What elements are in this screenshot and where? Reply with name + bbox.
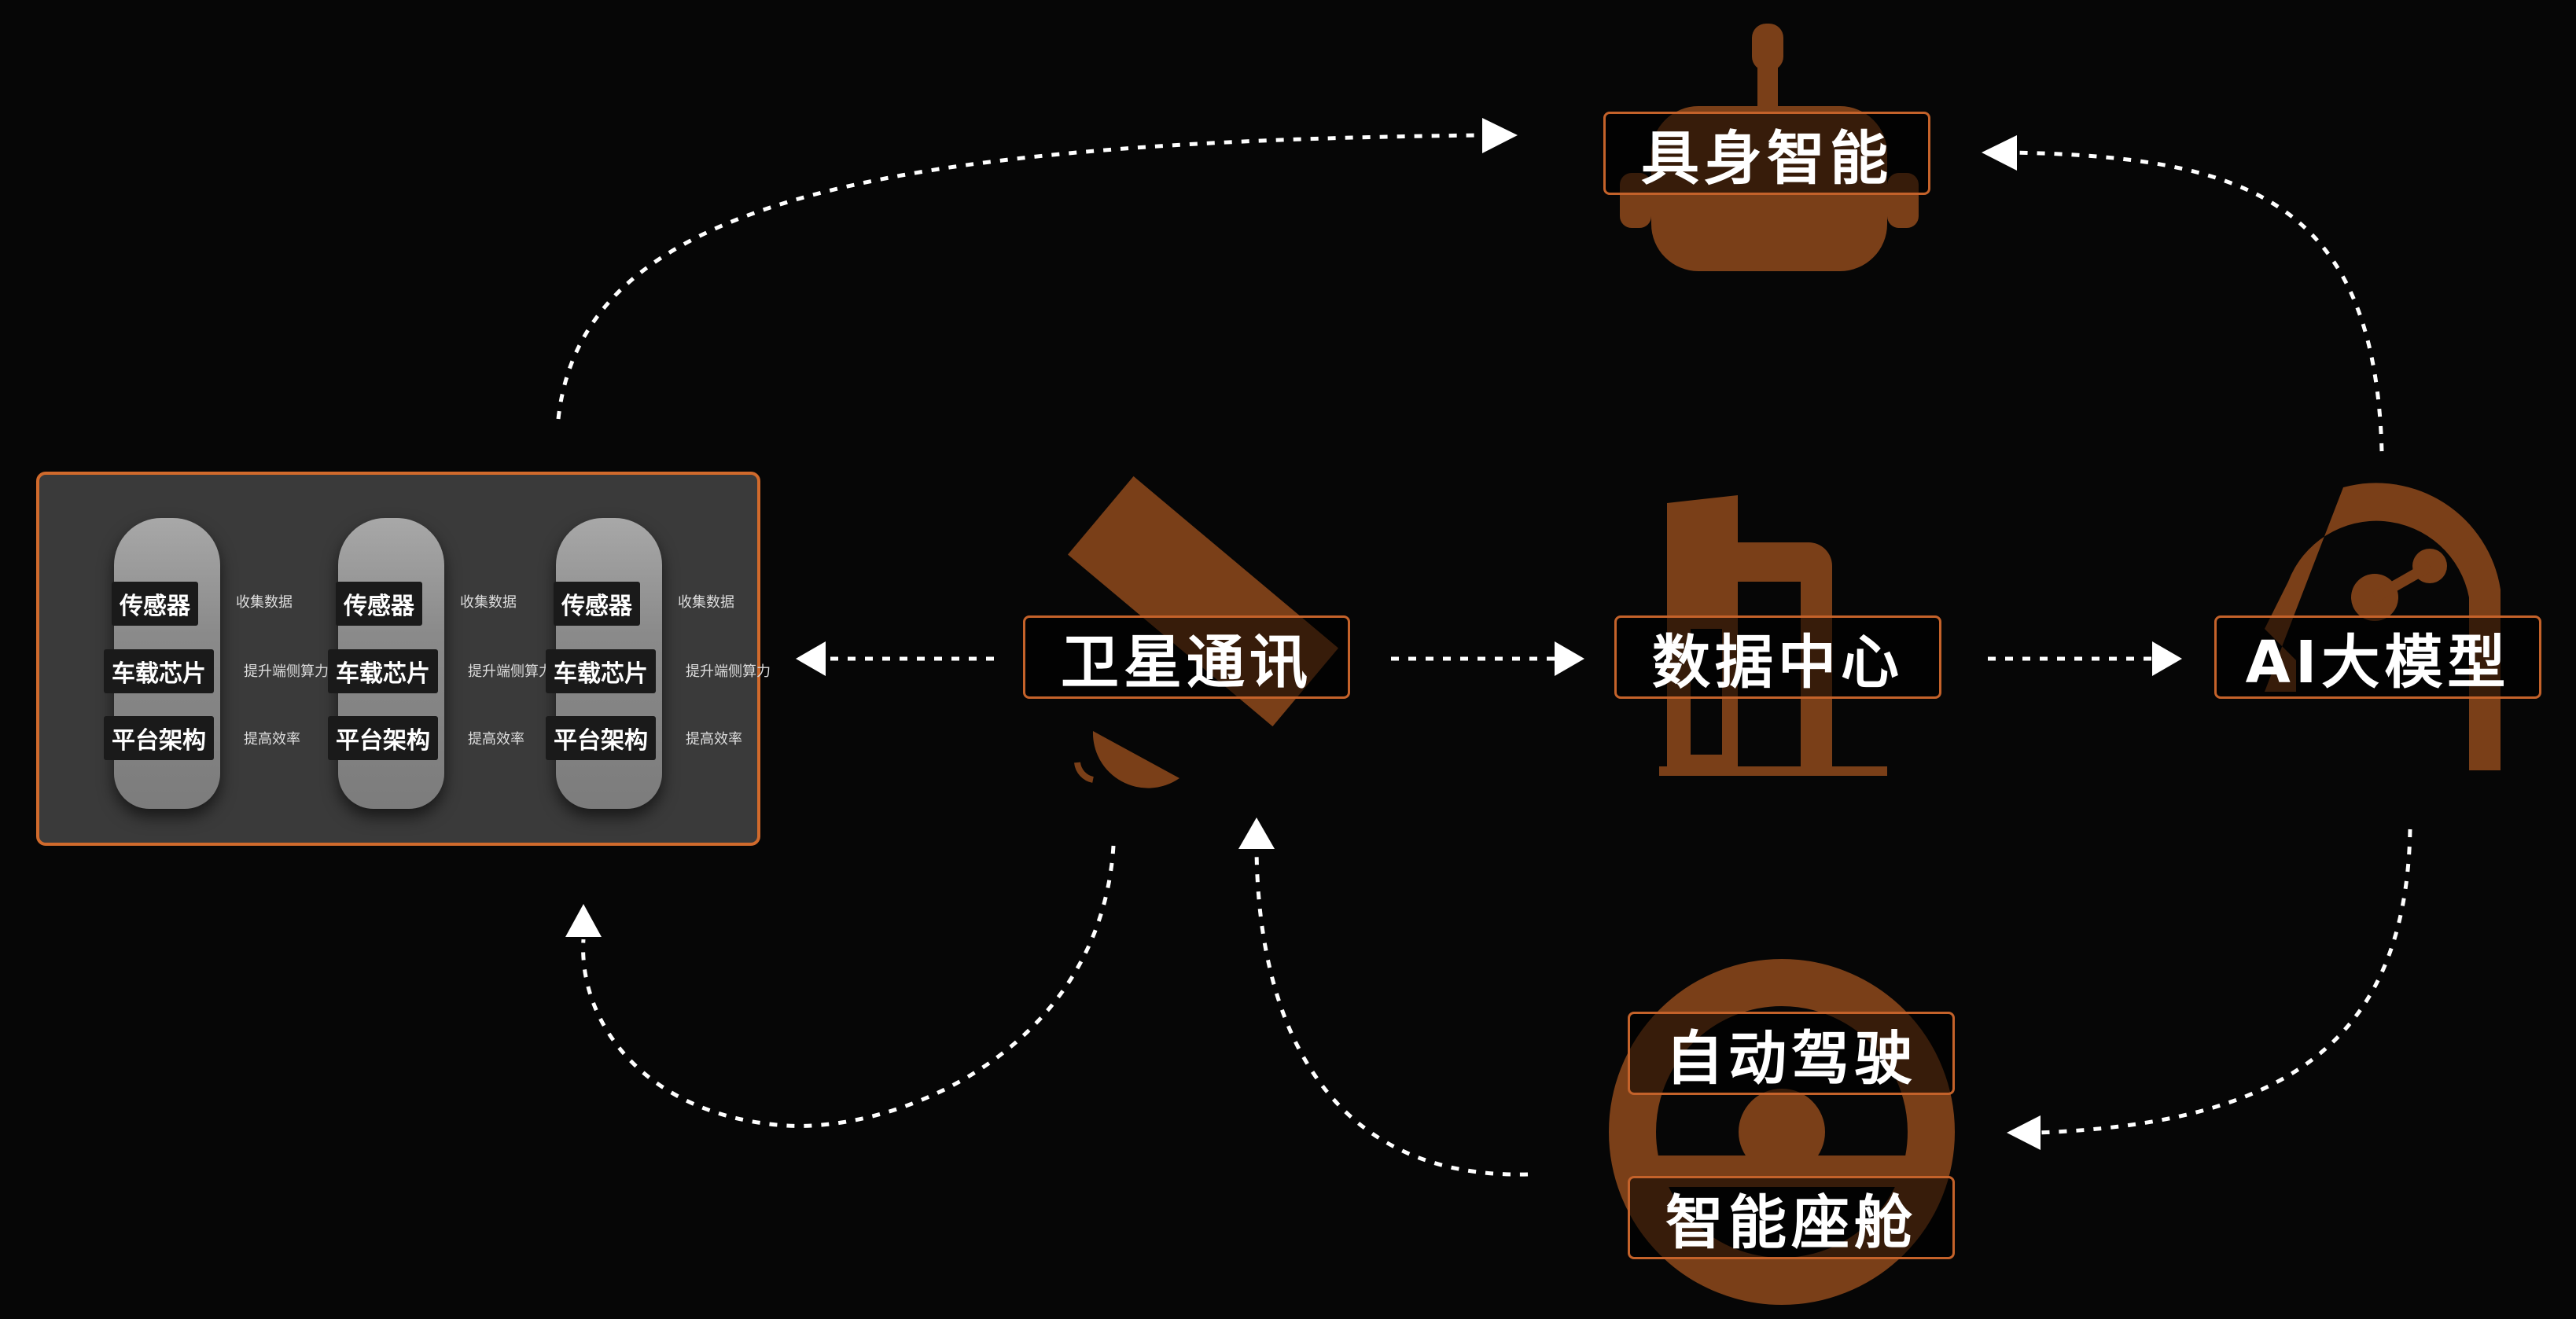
flow-arrows <box>556 133 2412 1177</box>
arrowheads <box>565 118 2182 1150</box>
node-data-center: 数据中心 <box>1614 615 1941 699</box>
chip-note: 提升端侧算力 <box>686 663 771 680</box>
platform-note: 提高效率 <box>686 731 742 748</box>
sensor-note: 收集数据 <box>678 594 734 611</box>
platform-label: 平台架构 <box>328 716 438 760</box>
car-3: 传感器 收集数据 车载芯片 提升端侧算力 平台架构 提高效率 <box>481 475 771 843</box>
platform-label: 平台架构 <box>104 716 214 760</box>
node-embodied-intelligence: 具身智能 <box>1603 112 1930 195</box>
node-satellite-communication: 卫星通讯 <box>1023 615 1350 699</box>
chip-note: 提升端侧算力 <box>468 663 553 680</box>
platform-label: 平台架构 <box>546 716 656 760</box>
sensor-label: 传感器 <box>336 582 422 626</box>
car-2: 传感器 收集数据 车载芯片 提升端侧算力 平台架构 提高效率 <box>263 475 553 843</box>
arrow-satellite-to-cars-lower <box>581 845 1116 1128</box>
vehicle-panel: 传感器 收集数据 车载芯片 提升端侧算力 平台架构 提高效率 传感器 收集数据 … <box>36 472 771 846</box>
arrow-ai-to-autodrive <box>2036 829 2412 1135</box>
arrow-cockpit-to-satellite <box>1254 848 1529 1177</box>
arrow-ai-to-embodied <box>2012 150 2384 452</box>
platform-note: 提高效率 <box>468 731 524 748</box>
node-ai-model: AI大模型 <box>2214 615 2541 699</box>
car-1: 传感器 收集数据 车载芯片 提升端侧算力 平台架构 提高效率 <box>39 475 329 843</box>
sensor-label: 传感器 <box>554 582 640 626</box>
arrow-cars-to-embodied <box>556 133 1487 420</box>
chip-label: 车载芯片 <box>328 649 438 693</box>
sensor-note: 收集数据 <box>236 594 293 611</box>
sensor-note: 收集数据 <box>460 594 517 611</box>
ai-head-icon <box>2265 483 2501 770</box>
sensor-label: 传感器 <box>112 582 198 626</box>
chip-label: 车载芯片 <box>546 649 656 693</box>
platform-note: 提高效率 <box>244 731 300 748</box>
node-smart-cockpit: 智能座舱 <box>1628 1176 1955 1259</box>
chip-label: 车载芯片 <box>104 649 214 693</box>
chip-note: 提升端侧算力 <box>244 663 329 680</box>
steering-wheel-icon <box>1609 959 1955 1305</box>
node-autonomous-driving: 自动驾驶 <box>1628 1012 1955 1095</box>
